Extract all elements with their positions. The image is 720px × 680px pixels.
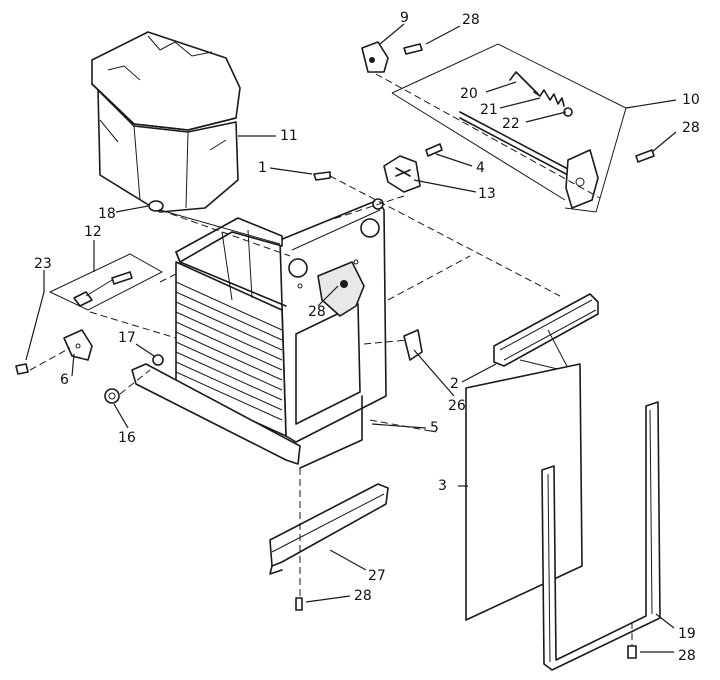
part-nut-16 (104, 388, 120, 404)
part-grommet-18 (148, 200, 281, 245)
part-bag (91, 31, 241, 213)
part-door-rail (493, 293, 599, 373)
callout-23: 23 (34, 256, 52, 272)
callout-28-top: 28 (462, 12, 480, 28)
part-kick-plate (269, 483, 389, 575)
callout-2: 2 (450, 376, 459, 392)
callout-9: 9 (400, 10, 409, 26)
callout-16: 16 (118, 430, 136, 446)
cabinet-ribs (175, 281, 283, 421)
callout-10: 10 (682, 92, 700, 108)
callout-28-frame: 28 (678, 648, 696, 664)
callout-labels: 9 28 10 20 21 22 28 11 1 4 13 18 12 23 2… (34, 10, 700, 664)
part-door-panel (465, 363, 583, 621)
callout-28-bracket: 28 (308, 304, 326, 320)
callout-28-right: 28 (682, 120, 700, 136)
callout-20: 20 (460, 86, 478, 102)
callout-17: 17 (118, 330, 136, 346)
part-screw-bottom-left (295, 597, 303, 611)
leader-lines (25, 23, 677, 653)
callout-27: 27 (368, 568, 386, 584)
part-cabinet (131, 198, 387, 469)
part-screws-top (313, 43, 655, 181)
callout-28-kick: 28 (354, 588, 372, 604)
callout-12: 12 (84, 224, 102, 240)
part-latch-bracket (383, 155, 421, 193)
part-17 (152, 354, 164, 366)
callout-11: 11 (280, 128, 298, 144)
part-clip-26 (403, 329, 423, 361)
part-screw-23 (15, 363, 29, 375)
callout-5: 5 (430, 420, 439, 436)
callout-21: 21 (480, 102, 498, 118)
assembly-lines (29, 73, 633, 646)
callout-6: 6 (60, 372, 69, 388)
callout-18: 18 (98, 206, 116, 222)
part-screw-bottom-right (627, 645, 637, 659)
callout-13: 13 (478, 186, 496, 202)
callout-1: 1 (258, 160, 267, 176)
part-hinge-assembly (48, 253, 164, 311)
callout-4: 4 (476, 160, 485, 176)
part-hinge-bracket (63, 329, 93, 361)
callout-26: 26 (448, 398, 466, 414)
part-top-panel (361, 41, 627, 213)
part-door-frame (541, 401, 661, 671)
callout-3: 3 (438, 478, 447, 494)
callout-22: 22 (502, 116, 520, 132)
part-side-bracket (317, 261, 365, 317)
callout-19: 19 (678, 626, 696, 642)
part-spring-assembly (509, 71, 573, 117)
